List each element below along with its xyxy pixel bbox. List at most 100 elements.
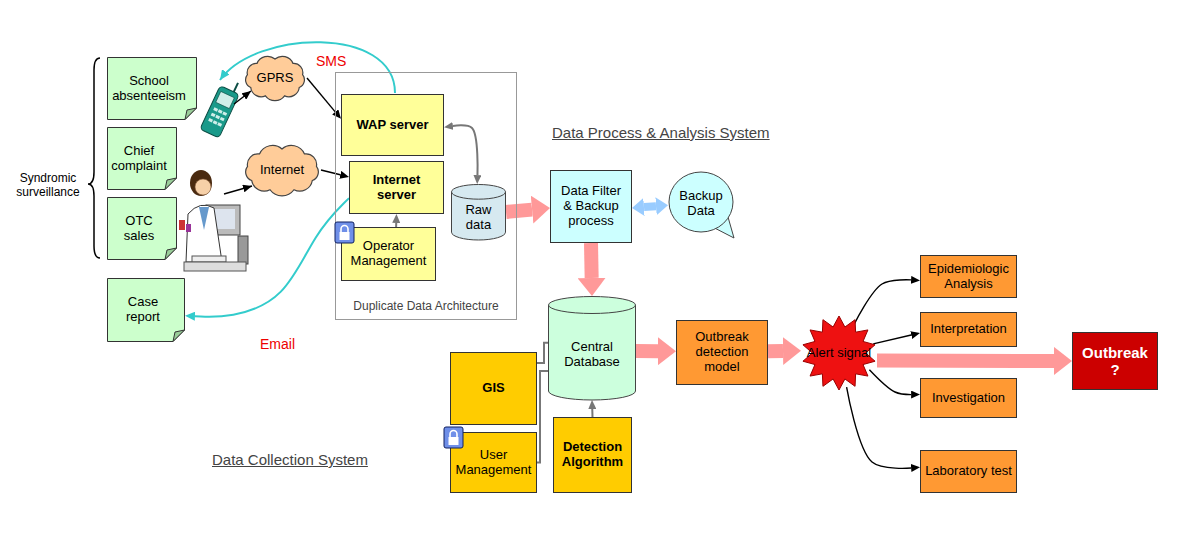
node-text: Alert signal bbox=[805, 346, 873, 361]
connector bbox=[854, 280, 911, 324]
connector bbox=[591, 409, 593, 417]
node-label: Central Database bbox=[552, 340, 632, 370]
input-note: Case report bbox=[107, 278, 185, 342]
connector bbox=[873, 335, 911, 344]
node-text: Central Database bbox=[552, 326, 632, 370]
alert-star: Alert signal bbox=[801, 315, 877, 391]
connector bbox=[537, 343, 548, 363]
node-label: Laboratory test bbox=[925, 464, 1012, 479]
node-text: GPRS bbox=[247, 71, 303, 86]
process-box: WAP server bbox=[341, 94, 444, 156]
node-text: Operator Management bbox=[346, 239, 431, 269]
node-text: Data Filter & Backup process bbox=[555, 184, 627, 229]
node-label: Investigation bbox=[925, 391, 1012, 406]
node-label: Data Filter & Backup process bbox=[555, 184, 627, 229]
node-label: Chief complaint bbox=[111, 144, 167, 174]
flow-arrow bbox=[584, 243, 599, 278]
node-text: Internet server bbox=[354, 173, 439, 203]
node-text: WAP server bbox=[346, 118, 439, 133]
system-title: Data Process & Analysis System bbox=[552, 124, 770, 142]
node-label: Outbreak detection model bbox=[681, 330, 763, 375]
network-cloud: GPRS bbox=[243, 55, 307, 101]
node-label: Interpretation bbox=[925, 322, 1012, 337]
node-label: Duplicate Data Architecture bbox=[340, 300, 512, 314]
database-cylinder: Central Database bbox=[548, 296, 636, 400]
process-box: Operator Management bbox=[341, 227, 436, 281]
node-label: Case report bbox=[111, 295, 175, 325]
node-label: Alert signal bbox=[805, 346, 873, 361]
connector bbox=[453, 125, 478, 175]
connector bbox=[321, 170, 340, 175]
node-label: User Management bbox=[455, 448, 532, 478]
node-text: Duplicate Data Architecture bbox=[340, 300, 512, 314]
process-box: Internet server bbox=[349, 161, 444, 214]
node-text: Detection Algorithm bbox=[558, 440, 627, 470]
node-label: School absenteeism bbox=[111, 74, 187, 104]
system-title: Data Collection System bbox=[212, 451, 368, 469]
connector bbox=[195, 198, 349, 317]
node-text: GIS bbox=[455, 381, 532, 396]
node-label: Operator Management bbox=[346, 239, 431, 269]
input-note: OTC sales bbox=[107, 197, 177, 260]
flow-arrow bbox=[506, 210, 532, 212]
process-box: User Management bbox=[450, 432, 537, 493]
node-text: Internet bbox=[247, 163, 317, 178]
phone-link-arrow bbox=[234, 91, 251, 104]
node-text: Laboratory test bbox=[925, 464, 1012, 479]
process-box: Interpretation bbox=[920, 312, 1017, 347]
process-box: Outbreak ? bbox=[1072, 332, 1158, 390]
process-box: Data Filter & Backup process bbox=[550, 170, 632, 243]
node-label: Raw data bbox=[455, 203, 502, 233]
node-text: OTC sales bbox=[111, 214, 167, 244]
backup-bubble: Backup Data bbox=[668, 170, 734, 238]
network-cloud: Internet bbox=[243, 145, 321, 195]
lock-icon bbox=[335, 222, 355, 244]
sms-reply-curve bbox=[220, 42, 395, 93]
node-label: Backup Data bbox=[672, 189, 730, 219]
flow-arrow bbox=[877, 354, 1054, 368]
node-label: Epidemiologic Analysis bbox=[925, 262, 1012, 292]
connector bbox=[869, 370, 911, 395]
mobile-phone bbox=[200, 77, 244, 138]
process-box: Outbreak detection model bbox=[676, 320, 768, 385]
node-label: Outbreak ? bbox=[1077, 344, 1153, 379]
node-label: GPRS bbox=[247, 71, 303, 86]
group-label: Syndromic surveillance bbox=[12, 171, 84, 200]
connector bbox=[644, 202, 656, 211]
database-cylinder: Raw data bbox=[451, 184, 506, 240]
connector bbox=[847, 387, 912, 468]
node-text: Backup Data bbox=[672, 189, 730, 219]
node-text: Chief complaint bbox=[111, 144, 167, 174]
architecture-group: Duplicate Data Architecture WAP serverInt… bbox=[335, 72, 517, 320]
node-text: User Management bbox=[455, 448, 532, 478]
node-label: Detection Algorithm bbox=[558, 440, 627, 470]
operator-illustration bbox=[179, 170, 248, 271]
node-text: Outbreak detection model bbox=[681, 330, 763, 375]
lock-icon bbox=[444, 427, 464, 449]
node-text: Epidemiologic Analysis bbox=[925, 262, 1012, 292]
process-box: Laboratory test bbox=[920, 450, 1017, 493]
flow-arrow bbox=[636, 344, 658, 358]
surveillance-bracket bbox=[88, 58, 100, 258]
input-note: Chief complaint bbox=[107, 127, 177, 190]
edge-label: Email bbox=[258, 336, 297, 352]
process-box: Epidemiologic Analysis bbox=[920, 255, 1017, 298]
internet-link-arrow bbox=[224, 186, 252, 194]
process-box: GIS bbox=[450, 352, 537, 425]
node-text: Investigation bbox=[925, 391, 1012, 406]
node-text: Outbreak ? bbox=[1077, 344, 1153, 379]
node-label: WAP server bbox=[346, 118, 439, 133]
connector bbox=[307, 78, 335, 112]
node-text: Case report bbox=[111, 295, 175, 325]
node-label: OTC sales bbox=[111, 214, 167, 244]
node-label: Internet bbox=[247, 163, 317, 178]
channel-label: SMS bbox=[316, 53, 346, 70]
node-text: School absenteeism bbox=[111, 74, 187, 104]
process-box: Investigation bbox=[920, 378, 1017, 418]
process-box: Detection Algorithm bbox=[553, 417, 632, 493]
flow-arrow bbox=[768, 344, 783, 358]
node-text: Interpretation bbox=[925, 322, 1012, 337]
connector bbox=[537, 371, 548, 463]
